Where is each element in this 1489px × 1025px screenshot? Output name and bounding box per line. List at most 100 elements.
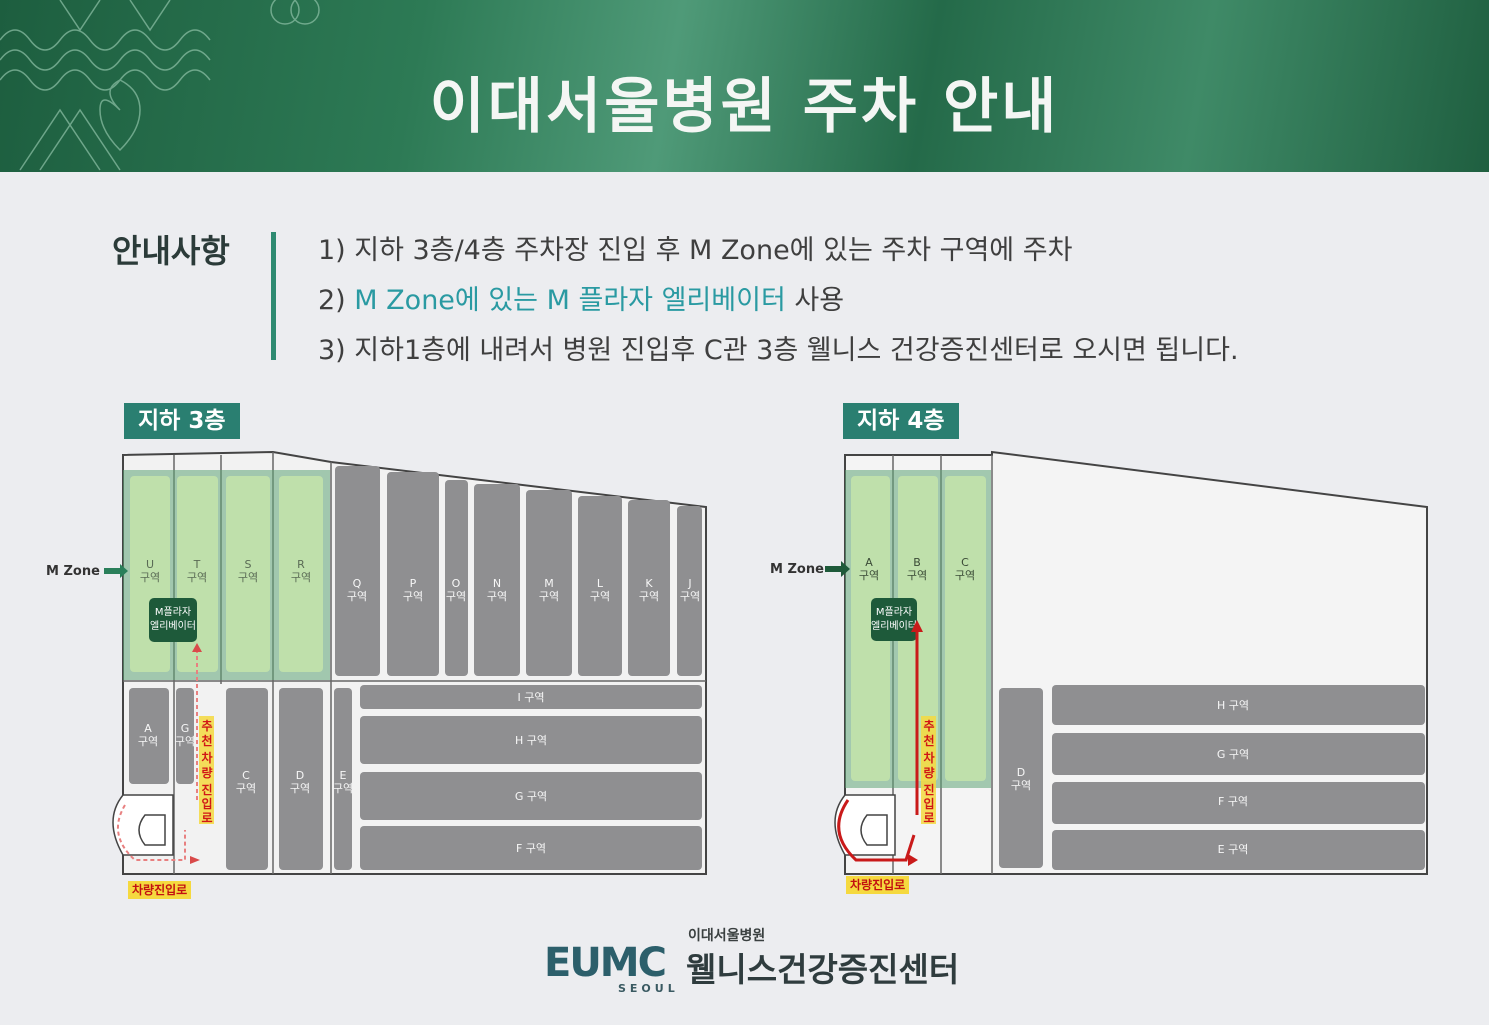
elevator-label: 엘리베이터	[871, 619, 917, 632]
notice-line-2-prefix: 2)	[318, 285, 355, 316]
footer-center-name: 웰니스건강증진센터	[686, 950, 960, 989]
zone-suffix: 구역	[1011, 779, 1031, 792]
zone-suffix: 구역	[290, 782, 310, 795]
zone-suffix: 구역	[347, 590, 367, 603]
route-char: 차	[923, 750, 934, 765]
route-char: 추	[201, 718, 212, 733]
zone-label: I 구역	[518, 691, 545, 704]
notice-line-2: 2) M Zone에 있는 M 플라자 엘리베이터 사용	[318, 278, 844, 317]
b4-ramp	[834, 794, 896, 856]
zone-suffix: 구역	[236, 782, 256, 795]
zone-label: D	[296, 769, 304, 782]
zone-label: E	[340, 769, 347, 782]
zone-label: H 구역	[515, 734, 547, 747]
b4-outline	[844, 450, 1428, 875]
route-char: 입	[201, 797, 212, 811]
b4-route-arrow-icon	[837, 799, 916, 862]
zone-suffix: 구역	[140, 571, 160, 584]
zone-suffix: 구역	[291, 571, 311, 584]
zone-label: G 구역	[1217, 748, 1249, 761]
eumc-logo-sub: SEOUL	[618, 982, 679, 995]
header-banner: 이대서울병원 주차 안내	[0, 0, 1489, 172]
zone-suffix: 구역	[446, 590, 466, 603]
zone-suffix: 구역	[238, 571, 258, 584]
zone-label: A	[865, 556, 873, 569]
notice-divider	[271, 232, 276, 360]
zone-label: H 구역	[1217, 699, 1249, 712]
b3-route-arrow-icon	[117, 804, 186, 861]
notice-line-2-highlight: M Zone에 있는 M 플라자 엘리베이터	[354, 285, 786, 316]
b3-lower-zones	[129, 685, 702, 870]
zone-label: J	[687, 577, 691, 590]
route-char: 입	[923, 797, 934, 811]
b3-green-zones: U 구역 T 구역 S 구역 R 구역	[130, 476, 323, 672]
zone-suffix: 구역	[487, 590, 507, 603]
zone-label: M	[544, 577, 554, 590]
eumc-logo: EUMC	[544, 940, 667, 986]
zone-label: B	[913, 556, 921, 569]
elevator-label: M플라자	[876, 606, 912, 618]
zone-label: Q	[353, 577, 362, 590]
b4-entry-label: 차량진입로	[846, 876, 910, 894]
zone-suffix: 구역	[639, 590, 659, 603]
zone-label: P	[410, 577, 417, 590]
notice-label: 안내사항	[112, 232, 230, 270]
b4-mzone-label: M Zone	[770, 562, 824, 577]
zone-label: C	[961, 556, 969, 569]
zone-label: T	[193, 558, 201, 571]
route-char: 량	[923, 766, 934, 780]
floor-label-b3: 지하 3층	[124, 403, 240, 439]
zone-label: F 구역	[1218, 795, 1248, 808]
zone-suffix: 구역	[955, 569, 975, 582]
zone-suffix: 구역	[907, 569, 927, 582]
zone-label: C	[242, 769, 250, 782]
route-char: 천	[923, 733, 934, 748]
notice-line-3: 3) 지하1층에 내려서 병원 진입후 C관 3층 웰니스 건강증진센터로 오시…	[318, 335, 1239, 366]
route-char: 진	[923, 782, 934, 797]
zone-label: D	[1017, 766, 1025, 779]
zone-suffix: 구역	[590, 590, 610, 603]
zone-suffix: 구역	[333, 782, 353, 795]
zone-label: R	[297, 558, 305, 571]
b4-elevator	[871, 598, 917, 641]
zone-label: L	[597, 577, 604, 590]
route-char: 로	[201, 811, 212, 825]
b4-gray-zones	[999, 685, 1425, 870]
zone-suffix: 구역	[175, 735, 195, 748]
route-char: 차	[201, 750, 212, 765]
b3-elevator	[149, 598, 197, 642]
route-char: 진	[201, 782, 212, 797]
zone-suffix: 구역	[187, 571, 207, 584]
route-char: 천	[201, 733, 212, 748]
b3-mzone-arrow-icon	[104, 564, 128, 578]
elevator-label: M플라자	[155, 606, 191, 618]
notice-line-1: 1) 지하 3층/4층 주차장 진입 후 M Zone에 있는 주차 구역에 주…	[318, 235, 1073, 266]
b3-ramp	[112, 794, 174, 856]
b4-green-zones	[851, 476, 986, 781]
zone-label: K	[645, 577, 653, 590]
zone-suffix: 구역	[680, 590, 700, 603]
zone-label: N	[493, 577, 501, 590]
zone-label: G 구역	[515, 790, 547, 803]
zone-suffix: 구역	[138, 735, 158, 748]
elevator-label: 엘리베이터	[150, 619, 196, 632]
zone-label: O	[452, 577, 461, 590]
zone-suffix: 구역	[403, 590, 423, 603]
floor-label-b4: 지하 4층	[843, 403, 959, 439]
zone-suffix: 구역	[539, 590, 559, 603]
notice-line-2-suffix: 사용	[785, 285, 845, 316]
page-title: 이대서울병원 주차 안내	[429, 72, 1060, 142]
zone-label: U	[146, 558, 154, 571]
zone-label: S	[245, 558, 252, 571]
zone-label: G	[181, 722, 190, 735]
b3-entry-label: 차량진입로	[128, 881, 192, 899]
b3-mzone-label: M Zone	[46, 564, 100, 579]
route-char: 추	[923, 718, 934, 733]
b3-outline	[122, 450, 707, 875]
zone-label: A	[144, 722, 152, 735]
zone-suffix: 구역	[859, 569, 879, 582]
route-char: 량	[201, 766, 212, 780]
route-char: 로	[923, 811, 934, 825]
b3-upper-zones	[335, 466, 702, 676]
footer-hospital-name: 이대서울병원	[688, 928, 766, 944]
